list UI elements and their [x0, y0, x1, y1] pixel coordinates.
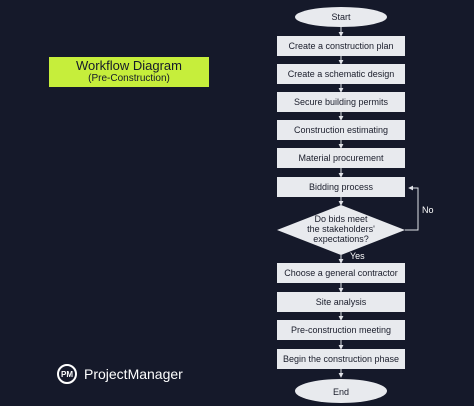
end-node: End — [295, 379, 387, 403]
end-node-label: End — [333, 387, 349, 397]
process-step-label: Material procurement — [298, 153, 384, 163]
decision-node: Do bids meet the stakeholders' expectati… — [277, 205, 405, 255]
decision-label-line: the stakeholders' — [307, 224, 375, 234]
process-step: Bidding process — [277, 177, 405, 197]
start-node-label: Start — [331, 12, 351, 22]
brand: PM ProjectManager — [57, 363, 183, 385]
diagram-title: Workflow Diagram — [76, 58, 182, 73]
process-step: Secure building permits — [277, 92, 405, 112]
process-step-label: Secure building permits — [294, 97, 389, 107]
process-step-label: Begin the construction phase — [283, 354, 399, 364]
process-step-label: Pre-construction meeting — [291, 325, 391, 335]
projectmanager-logo-icon: PM — [57, 364, 77, 384]
process-step: Site analysis — [277, 292, 405, 312]
process-step-label: Choose a general contractor — [284, 268, 398, 278]
decision-label-line: Do bids meet — [314, 214, 368, 224]
process-step: Create a schematic design — [277, 64, 405, 84]
flow-connectors — [338, 27, 419, 378]
process-step: Create a construction plan — [277, 36, 405, 56]
yes-label: Yes — [350, 251, 365, 261]
process-step: Pre-construction meeting — [277, 320, 405, 340]
process-step-label: Construction estimating — [294, 125, 388, 135]
process-step: Material procurement — [277, 148, 405, 168]
no-label: No — [422, 205, 434, 215]
process-step: Begin the construction phase — [277, 349, 405, 369]
process-step-label: Create a schematic design — [288, 69, 395, 79]
brand-name: ProjectManager — [84, 366, 183, 382]
process-step-label: Site analysis — [316, 297, 367, 307]
process-step: Construction estimating — [277, 120, 405, 140]
diagram-subtitle: (Pre-Construction) — [88, 73, 170, 84]
connector-decision-no-loop — [405, 185, 419, 231]
process-step-label: Create a construction plan — [288, 41, 393, 51]
process-step-label: Bidding process — [309, 182, 374, 192]
decision-label-line: expectations? — [313, 234, 369, 244]
start-node: Start — [295, 7, 387, 27]
diagram-title-box: Workflow Diagram (Pre-Construction) — [49, 57, 209, 87]
process-step: Choose a general contractor — [277, 263, 405, 283]
